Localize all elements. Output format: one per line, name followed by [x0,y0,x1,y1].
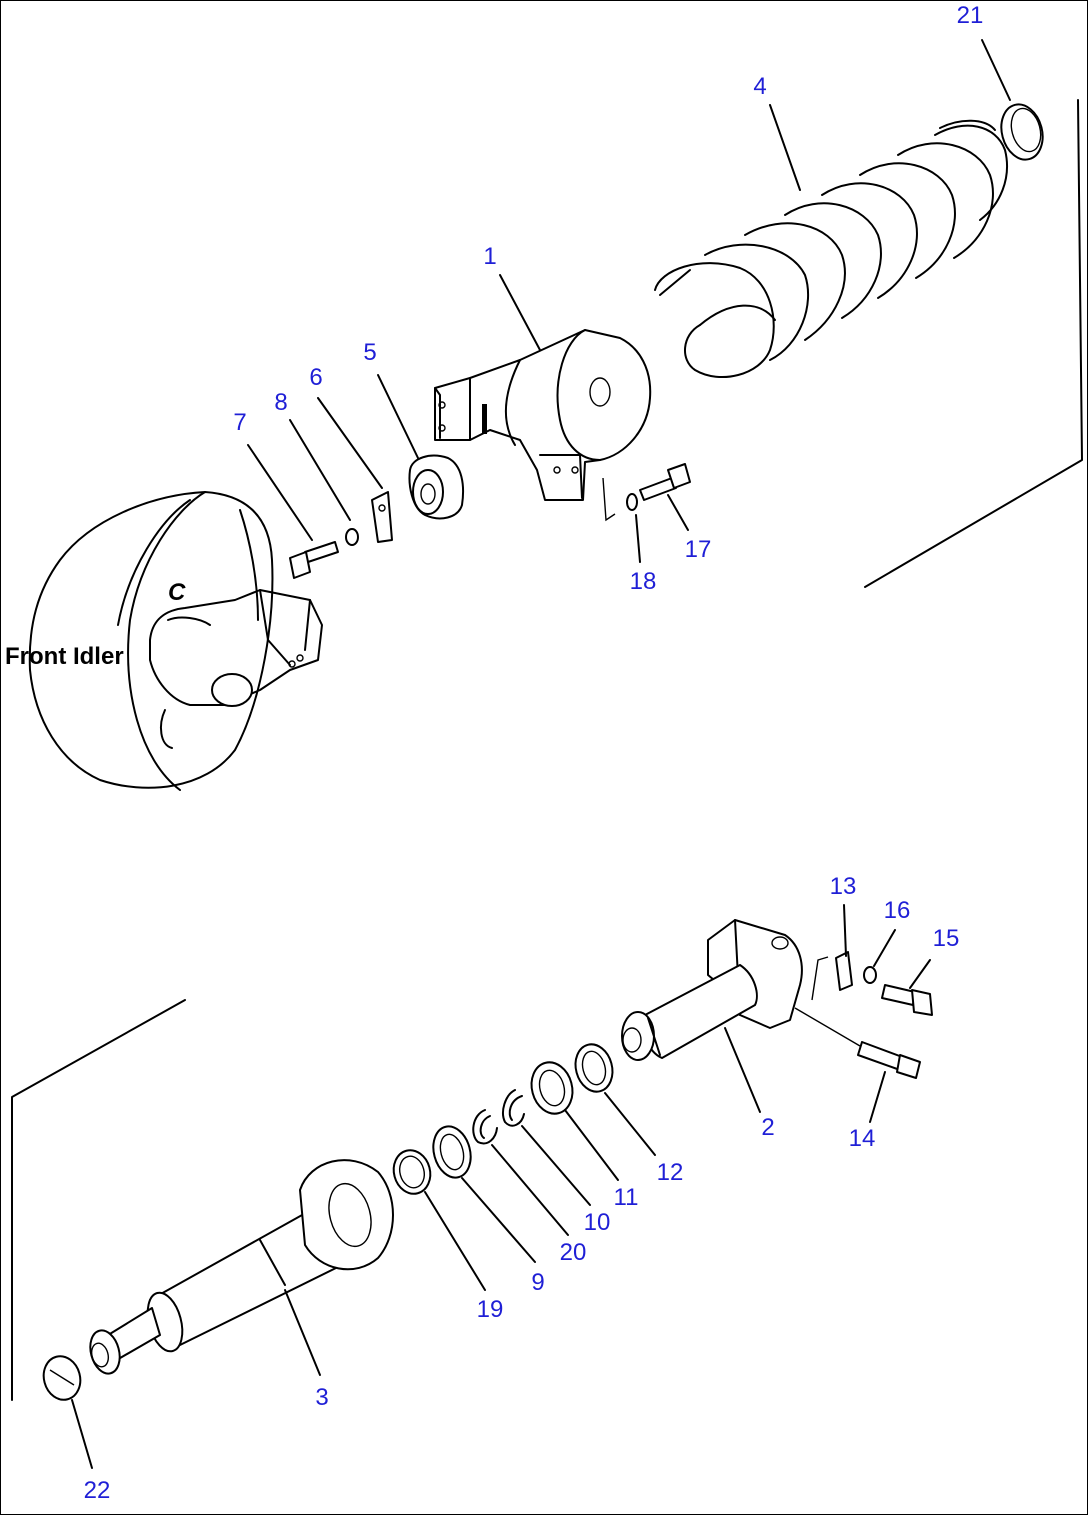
callouts: 1 2 3 4 5 6 7 8 9 10 11 12 13 14 15 16 1… [84,2,984,1504]
callout-18: 18 [630,568,657,595]
part-8-washer [345,528,359,546]
part-13-lock [835,951,853,991]
callout-2: 2 [761,1114,774,1141]
upper-assembly-outline [864,99,1083,588]
callout-10: 10 [584,1209,611,1236]
part-9-seal [432,1125,472,1179]
part-16-washer [863,966,877,984]
fitting-guide-line [794,1007,861,1047]
part-22-cap [42,1355,82,1401]
part-20-snap-ring [472,1109,498,1145]
callout-16: 16 [884,897,911,924]
part-14-grease-fitting [857,1041,921,1079]
lower-assembly-outline [11,999,186,1401]
callout-12: 12 [657,1159,684,1186]
part-17-bolt [639,463,691,501]
part-21-ring [1000,103,1044,161]
part-18-washer [626,493,638,511]
callout-21: 21 [957,2,984,29]
part-3-piston-rod [89,1159,394,1375]
callout-14: 14 [849,1125,876,1152]
callout-22: 22 [84,1477,111,1504]
callout-11: 11 [614,1184,639,1211]
callout-1: 1 [483,243,496,270]
part-5-nut [408,454,465,520]
part-7-bolt [289,541,339,579]
part-11-seal [530,1061,574,1115]
leader-lines [71,39,1011,1469]
part-4-recoil-spring [654,119,1009,379]
callout-9: 9 [531,1269,544,1296]
front-idler-label: Front Idler [5,643,124,670]
part-2-yoke-shaft [621,919,803,1061]
part-10-snap-ring [502,1089,525,1127]
part-19-ring [392,1149,432,1195]
callout-15: 15 [933,925,960,952]
part-6-lock-plate [371,491,393,543]
part-12-ring [574,1043,614,1093]
callout-3: 3 [315,1384,328,1411]
callout-19: 19 [477,1296,504,1323]
part-15-bolt [881,984,933,1016]
part-1-yoke [434,329,652,501]
callout-6: 6 [309,364,322,391]
bracket-line-1 [602,477,616,522]
callout-7: 7 [233,409,246,436]
front-idler [28,491,323,791]
mark-c-label: C [168,579,186,606]
callout-17: 17 [685,536,712,563]
callout-20: 20 [560,1239,587,1266]
callout-4: 4 [753,73,766,100]
callout-5: 5 [363,339,376,366]
bracket-line-2 [811,956,829,1001]
callout-13: 13 [830,873,857,900]
callout-8: 8 [274,389,287,416]
